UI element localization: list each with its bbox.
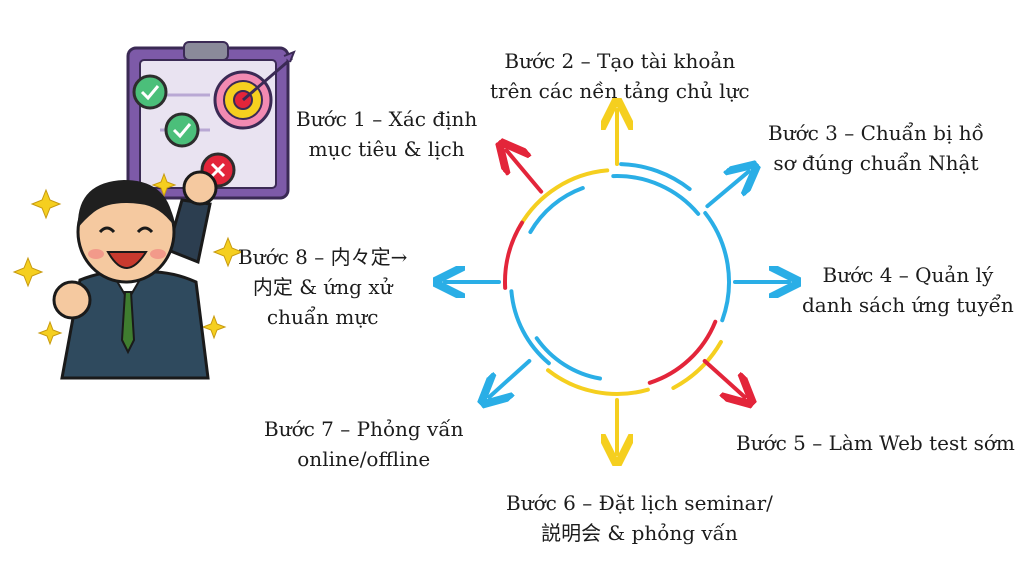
ring-segment-9 [619,162,692,192]
businessman-figure [52,170,218,380]
ring-segment-4 [647,319,718,385]
ring-segment-2 [611,174,701,216]
sparkle-icon [12,172,244,346]
arrow-step-5 [702,358,745,397]
ring-segment-11 [671,340,723,390]
arrow-step-7 [489,358,532,397]
businessman-illustration [12,41,296,380]
ring-segment-10 [534,336,602,381]
cycle-ring [503,162,731,396]
step-5-label: Bước 5 – Làm Web test sớm [736,431,1015,455]
cycle-arrows [445,110,789,454]
ring-segment-3 [703,211,731,323]
arrow-step-3 [705,171,748,209]
ring-segment-1 [518,168,610,228]
ring-segment-8 [528,186,585,234]
ring-segment-7 [503,220,525,290]
arrow-step-1 [506,150,544,194]
ring-segment-6 [509,289,551,366]
step-6-label: Bước 6 – Đặt lịch seminar/説明会 & phỏng vấ… [506,491,773,545]
ring-segment-5 [546,368,650,396]
target-icon [213,50,296,130]
